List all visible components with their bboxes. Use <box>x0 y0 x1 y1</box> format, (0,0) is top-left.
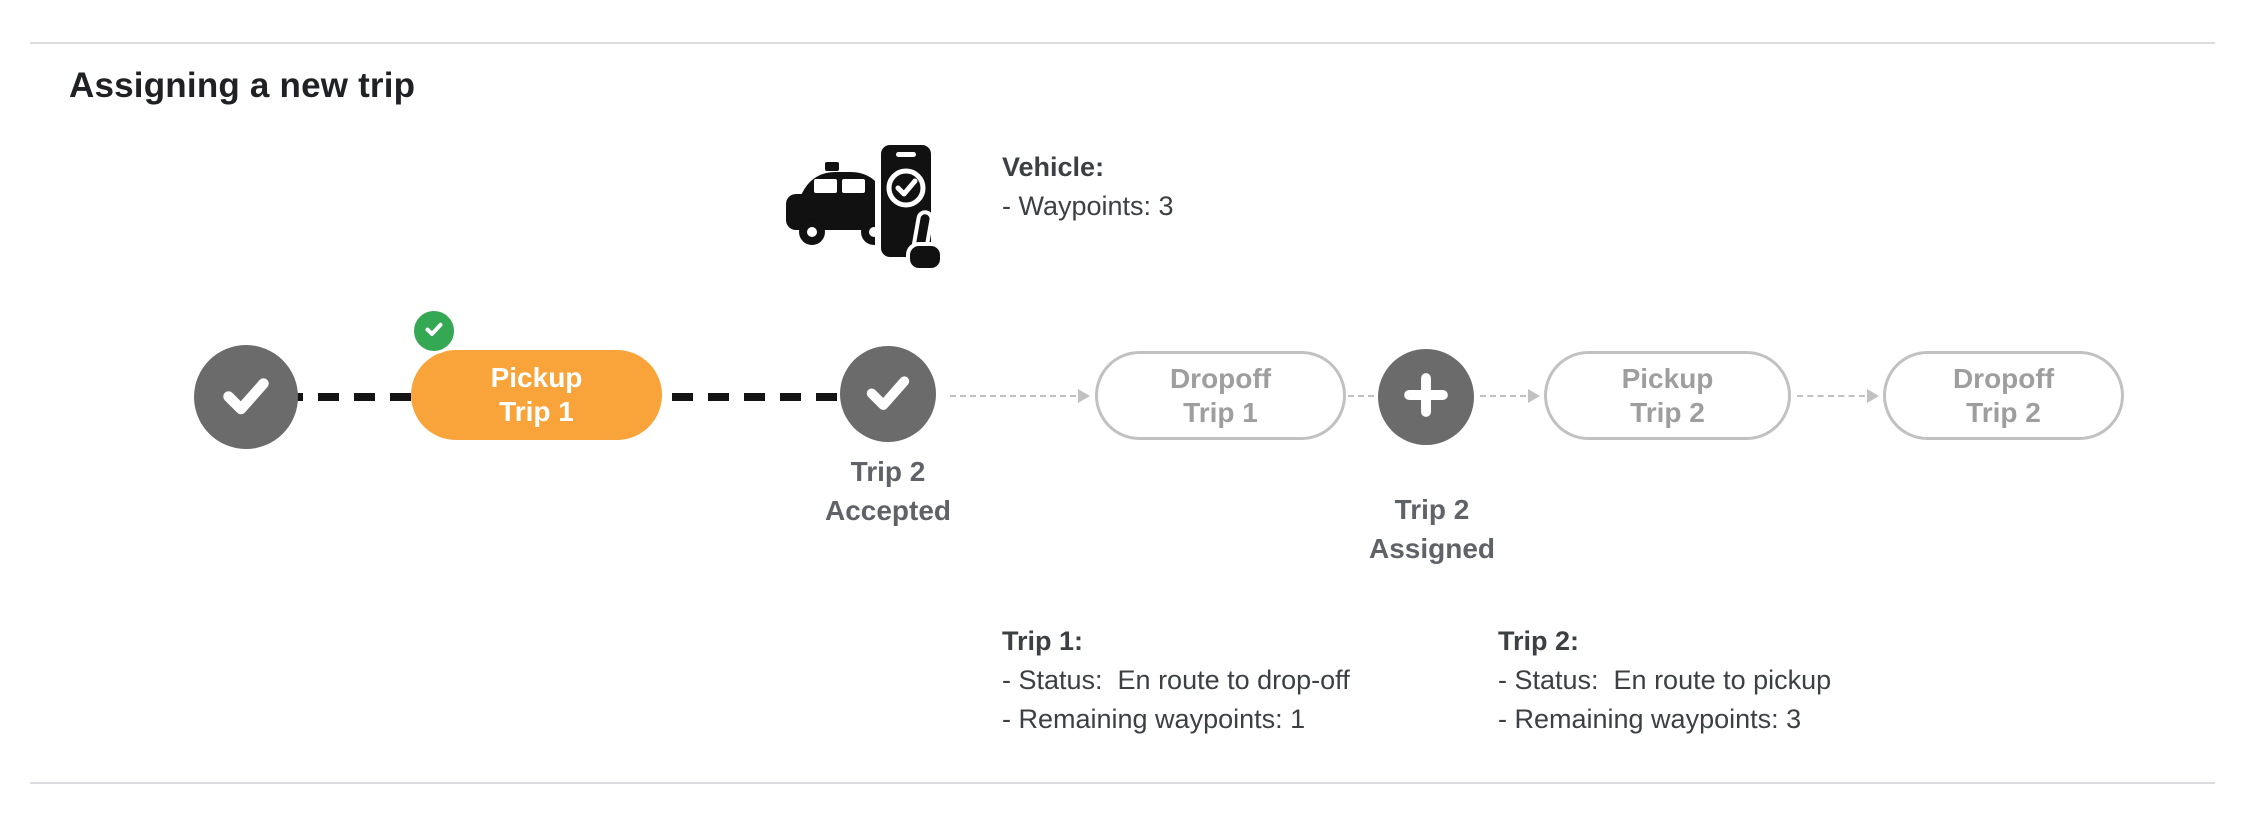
arrow-line <box>950 395 1076 397</box>
trip1-info-line: - Status: En route to drop-off <box>1002 665 1350 695</box>
arrow-head-icon <box>1867 389 1879 403</box>
trip2-assigned-caption: Trip 2 Assigned <box>1282 490 1582 568</box>
dropoff-trip2-pill: Dropoff Trip 2 <box>1883 351 2124 440</box>
completed-waypoint-node <box>194 345 298 449</box>
check-icon <box>422 317 446 346</box>
pill-label-line1: Dropoff <box>1169 362 1272 394</box>
pill-label-line1: Pickup <box>490 362 583 393</box>
pickup-trip2-pill: Pickup Trip 2 <box>1544 351 1791 440</box>
pill-label-line2: Trip 1 <box>1183 396 1258 428</box>
route-arrow-3 <box>1797 385 1879 407</box>
caption-line: Assigned <box>1368 533 1496 564</box>
trip2-info-line: - Remaining waypoints: 3 <box>1498 704 1802 734</box>
pill-label-line1: Pickup <box>1621 362 1714 394</box>
active-route-dashes-1 <box>246 393 426 401</box>
dropoff-trip1-pill: Dropoff Trip 1 <box>1095 351 1346 440</box>
check-icon <box>216 365 276 430</box>
pickup-confirmed-badge <box>411 308 457 354</box>
trip2-info: Trip 2: - Status: En route to pickup - R… <box>1498 622 1831 739</box>
trip2-info-line: - Status: En route to pickup <box>1498 665 1832 695</box>
caption-line: Trip 2 <box>850 456 926 487</box>
check-icon <box>860 364 916 425</box>
trip1-info-heading: Trip 1: <box>1002 626 1084 656</box>
trip2-accepted-caption: Trip 2 Accepted <box>738 452 1038 530</box>
arrow-line <box>1797 395 1865 397</box>
caption-line: Accepted <box>824 495 952 526</box>
trip1-info: Trip 1: - Status: En route to drop-off -… <box>1002 622 1350 739</box>
pill-label-line2: Trip 2 <box>1966 396 2041 428</box>
pill-label-line1: Dropoff <box>1952 362 2055 394</box>
trip2-assigned-node <box>1378 349 1474 445</box>
vehicle-info-line: - Waypoints: 3 <box>1002 191 1174 221</box>
plus-icon <box>1399 368 1453 427</box>
arrow-head-icon <box>1078 389 1090 403</box>
pill-label-line2: Trip 2 <box>1630 396 1705 428</box>
vehicle-info: Vehicle: - Waypoints: 3 <box>1002 148 1174 226</box>
pickup-trip1-pill: Pickup Trip 1 <box>411 350 662 440</box>
route-dashes-short <box>1348 395 1384 397</box>
vehicle-phone-check-icon <box>778 128 950 280</box>
arrow-head-icon <box>1528 389 1540 403</box>
trip2-info-heading: Trip 2: <box>1498 626 1580 656</box>
arrow-line <box>1480 395 1526 397</box>
active-route-dashes-2 <box>600 393 888 401</box>
trip2-accepted-node <box>840 346 936 442</box>
page-title: Assigning a new trip <box>69 66 416 105</box>
vehicle-info-heading: Vehicle: <box>1002 152 1105 182</box>
caption-line: Trip 2 <box>1394 494 1470 525</box>
bottom-divider <box>30 782 2215 784</box>
pill-label-line2: Trip 1 <box>499 396 574 427</box>
route-arrow-2 <box>1480 385 1540 407</box>
trip1-info-line: - Remaining waypoints: 1 <box>1002 704 1306 734</box>
route-arrow-1 <box>950 385 1090 407</box>
top-divider <box>30 42 2215 44</box>
